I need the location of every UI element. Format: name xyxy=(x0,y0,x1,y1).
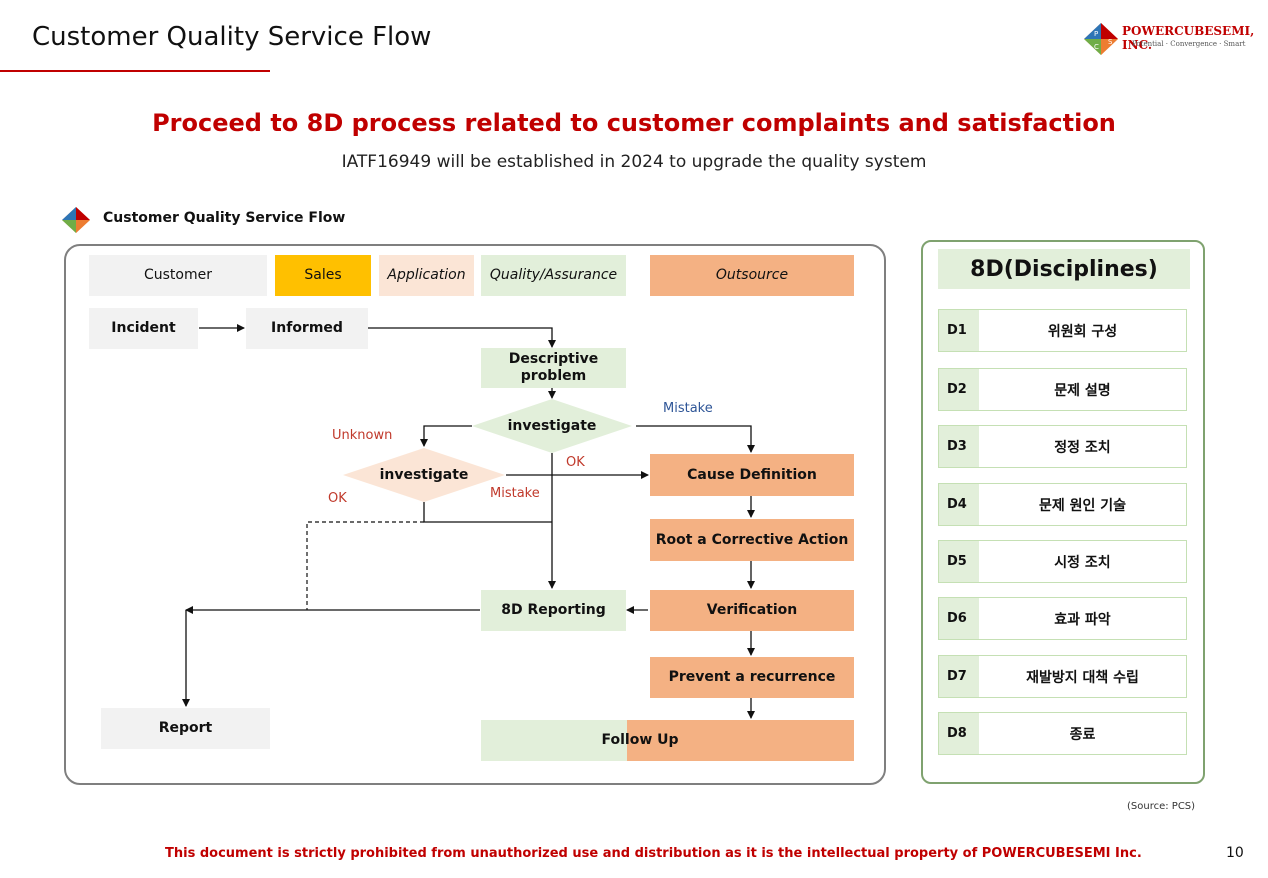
discipline-row: D3 정정 조치 xyxy=(938,425,1187,468)
node-verification: Verification xyxy=(650,590,854,631)
flow-chart-frame xyxy=(64,244,886,785)
edge-label-ok-right: OK xyxy=(566,455,585,470)
followup-qa-segment xyxy=(481,720,627,761)
lane-outsource: Outsource xyxy=(650,255,854,296)
logo-letter-p: P xyxy=(1094,30,1098,38)
headline: Proceed to 8D process related to custome… xyxy=(152,109,1116,137)
discipline-code: D2 xyxy=(939,369,979,410)
node-root-corrective-action: Root a Corrective Action xyxy=(650,519,854,561)
node-incident: Incident xyxy=(89,308,198,349)
discipline-row: D7 재발방지 대책 수립 xyxy=(938,655,1187,698)
node-cause-definition: Cause Definition xyxy=(650,454,854,496)
discipline-text: 재발방지 대책 수립 xyxy=(979,656,1186,697)
page-number: 10 xyxy=(1226,845,1244,861)
discipline-code: D5 xyxy=(939,541,979,582)
lane-application: Application xyxy=(379,255,474,296)
discipline-code: D4 xyxy=(939,484,979,525)
company-name: POWERCUBESEMI, INC. xyxy=(1122,24,1255,52)
discipline-row: D4 문제 원인 기술 xyxy=(938,483,1187,526)
node-follow-up: Follow Up xyxy=(601,732,679,749)
node-descriptive-problem: Descriptive problem xyxy=(481,348,626,388)
discipline-code: D8 xyxy=(939,713,979,754)
lane-quality-assurance: Quality/Assurance xyxy=(481,255,626,296)
page-title: Customer Quality Service Flow xyxy=(32,22,432,52)
edge-label-unknown: Unknown xyxy=(332,428,393,443)
disciplines-frame xyxy=(921,240,1205,784)
section-logo-icon xyxy=(62,207,90,233)
lane-sales: Sales xyxy=(275,255,371,296)
discipline-text: 문제 설명 xyxy=(979,369,1186,410)
edge-label-ok-left: OK xyxy=(328,491,347,506)
discipline-row: D2 문제 설명 xyxy=(938,368,1187,411)
edge-label-mistake-top: Mistake xyxy=(663,401,713,416)
logo-letter-c: C xyxy=(1094,43,1099,51)
disciplines-title: 8D(Disciplines) xyxy=(938,249,1190,289)
discipline-text: 효과 파악 xyxy=(979,598,1186,639)
discipline-row: D6 효과 파악 xyxy=(938,597,1187,640)
node-investigate-app-label: investigate xyxy=(379,466,469,483)
investigate-qa-diamond xyxy=(472,399,632,453)
discipline-row: D8 종료 xyxy=(938,712,1187,755)
footer-notice: This document is strictly prohibited fro… xyxy=(165,846,1142,861)
discipline-text: 정정 조치 xyxy=(979,426,1186,467)
discipline-text: 종료 xyxy=(979,713,1186,754)
discipline-text: 위원회 구성 xyxy=(979,310,1186,351)
company-tagline: Potential · Convergence · Smart xyxy=(1132,40,1246,48)
node-informed: Informed xyxy=(246,308,368,349)
lane-customer: Customer xyxy=(89,255,267,296)
discipline-row: D1 위원회 구성 xyxy=(938,309,1187,352)
discipline-row: D5 시정 조치 xyxy=(938,540,1187,583)
node-report: Report xyxy=(101,708,270,749)
node-investigate-qa-label: investigate xyxy=(507,417,597,434)
title-underline xyxy=(0,70,270,72)
discipline-code: D7 xyxy=(939,656,979,697)
subheadline: IATF16949 will be established in 2024 to… xyxy=(341,152,927,172)
discipline-text: 문제 원인 기술 xyxy=(979,484,1186,525)
node-prevent-recurrence: Prevent a recurrence xyxy=(650,657,854,698)
followup-outsource-segment xyxy=(627,720,854,761)
node-8d-reporting: 8D Reporting xyxy=(481,590,626,631)
discipline-code: D3 xyxy=(939,426,979,467)
company-logo-icon: P S C xyxy=(1084,23,1118,55)
logo-letter-s: S xyxy=(1108,38,1113,46)
investigate-app-diamond xyxy=(343,448,505,502)
discipline-text: 시정 조치 xyxy=(979,541,1186,582)
section-title: Customer Quality Service Flow xyxy=(103,210,346,226)
discipline-code: D6 xyxy=(939,598,979,639)
source-note: (Source: PCS) xyxy=(1127,801,1196,812)
edge-label-mistake-low: Mistake xyxy=(490,486,540,501)
discipline-code: D1 xyxy=(939,310,979,351)
